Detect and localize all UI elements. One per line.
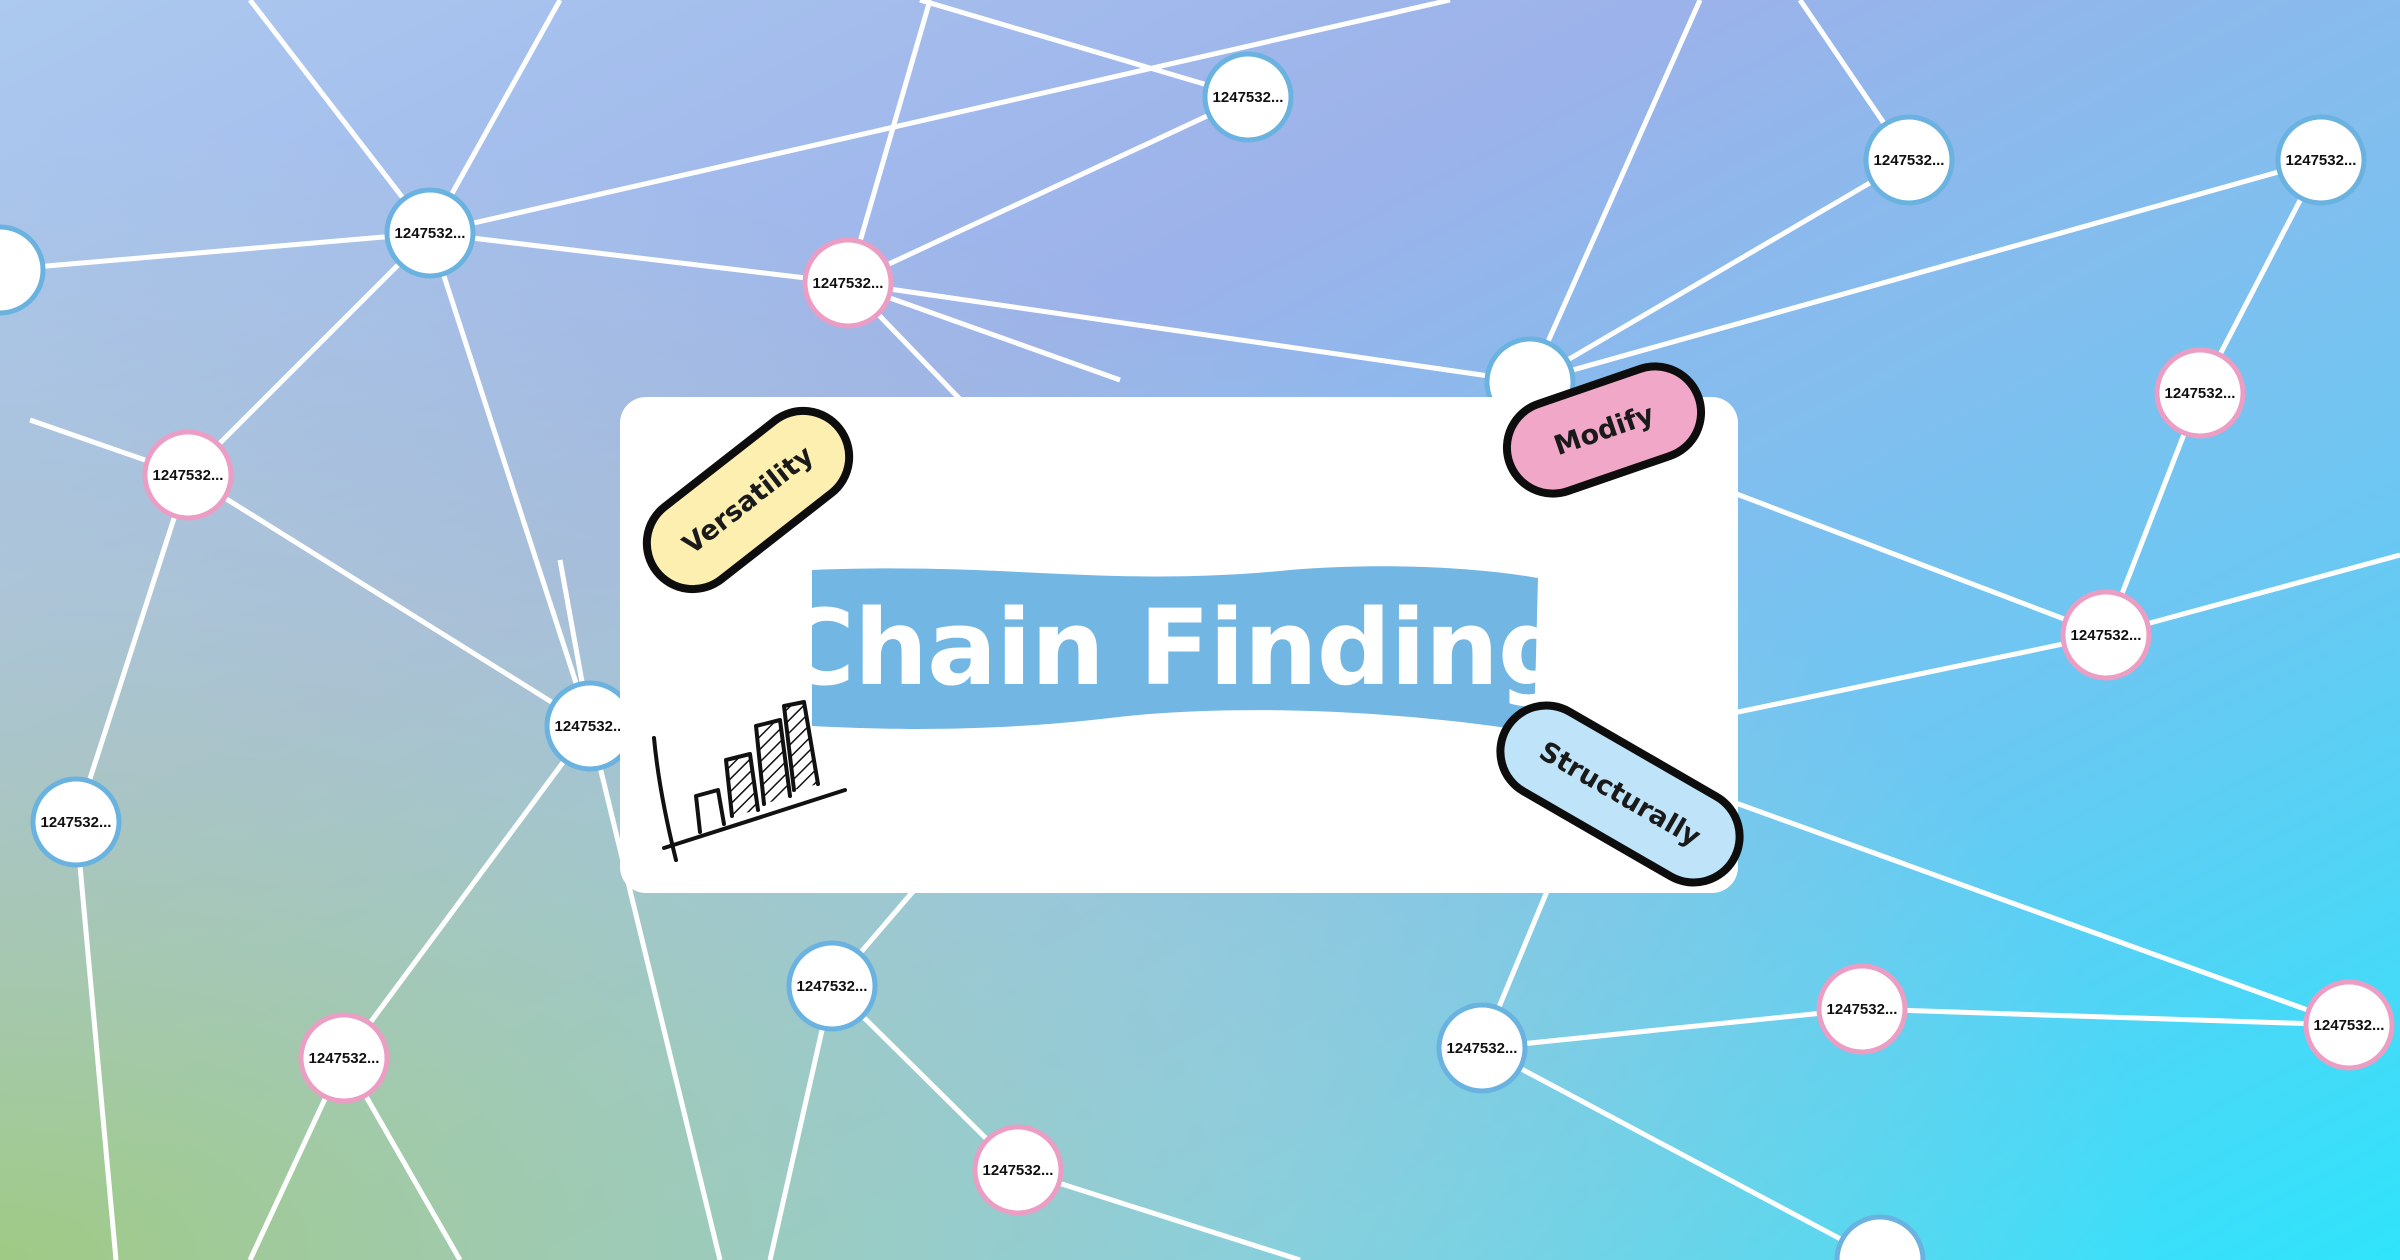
network-edge — [1699, 787, 2350, 1028]
network-node: 1247532... — [2060, 589, 2152, 681]
network-edge — [2105, 552, 2400, 638]
node-label: 1247532... — [983, 1162, 1054, 1179]
network-node: 1247532... — [384, 187, 476, 279]
network-node: 1247532... — [30, 776, 122, 868]
network-edge — [1017, 1167, 1301, 1260]
network-edge — [73, 474, 191, 823]
network-edge — [1527, 0, 1703, 384]
network-node — [1834, 1214, 1926, 1260]
network-edge — [186, 231, 432, 477]
network-edge — [186, 472, 592, 729]
node-label: 1247532... — [1213, 89, 1284, 106]
network-node: 1247532... — [1436, 1002, 1528, 1094]
node-label: 1247532... — [2286, 152, 2357, 169]
network-node: 1247532... — [2275, 114, 2367, 206]
title-highlight-band — [812, 566, 1538, 732]
network-edge — [845, 0, 933, 284]
network-edge — [587, 725, 723, 1260]
node-label: 1247532... — [1827, 1001, 1898, 1018]
network-edge — [248, 0, 432, 235]
network-node: 1247532... — [298, 1012, 390, 1104]
network-node: 1247532... — [786, 940, 878, 1032]
network-edge — [847, 280, 1531, 385]
network-nodes: 1247532... 1247532... 1247532... 1247532...… — [0, 51, 2395, 1260]
bar-chart-icon — [652, 700, 847, 862]
network-edge — [1481, 1006, 1863, 1051]
network-edge — [1529, 157, 2322, 385]
node-label: 1247532... — [797, 978, 868, 995]
network-edge — [1528, 157, 1911, 385]
network-edge — [1699, 632, 2107, 723]
network-node: 1247532... — [1202, 51, 1294, 143]
network-node: 1247532... — [2154, 347, 2246, 439]
network-edge — [429, 0, 1451, 236]
network-edge — [0, 230, 431, 273]
network-node: 1247532... — [2303, 979, 2395, 1071]
network-edge — [919, 0, 1249, 100]
network-edge — [73, 821, 119, 1260]
node-label: 1247532... — [1874, 152, 1945, 169]
network-node: 1247532... — [1863, 114, 1955, 206]
node-label: 1247532... — [1447, 1040, 1518, 1057]
page-title: Chain Finding — [778, 587, 1573, 709]
node-label: 1247532... — [395, 225, 466, 242]
network-node: 1247532... — [1816, 963, 1908, 1055]
node-label: 1247532... — [309, 1050, 380, 1067]
network-node — [0, 224, 46, 316]
network-edge — [767, 985, 835, 1260]
network-edge — [341, 724, 593, 1060]
node-label: 1247532... — [2165, 385, 2236, 402]
node-label: 1247532... — [555, 718, 626, 735]
node-label: 1247532... — [153, 467, 224, 484]
network-node: 1247532... — [142, 429, 234, 521]
network-edge — [427, 232, 593, 727]
network-edge — [429, 230, 849, 286]
network-edge — [1480, 1045, 1882, 1260]
network-node: 1247532... — [972, 1124, 1064, 1216]
network-edge — [847, 280, 1121, 383]
node-label: 1247532... — [2314, 1017, 2385, 1034]
node-label: 1247532... — [2071, 627, 2142, 644]
node-label: 1247532... — [41, 814, 112, 831]
network-edge — [1861, 1006, 2350, 1028]
network-edge — [846, 94, 1250, 286]
node-label: 1247532... — [813, 275, 884, 292]
network-edge — [1699, 477, 2107, 638]
network-node: 1247532... — [802, 237, 894, 329]
